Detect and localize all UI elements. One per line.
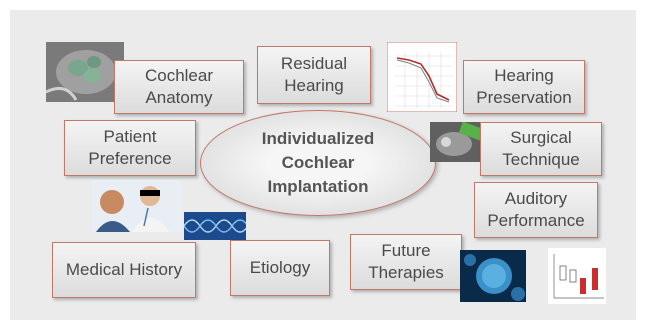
patient-preference-box: Patient Preference [64, 120, 196, 176]
ct-scan-image [46, 42, 124, 102]
diagram-canvas: Cochlear Anatomy Residual Hearing Hearin… [10, 10, 636, 320]
central-ellipse: Individualized Cochlear Implantation [200, 110, 436, 216]
residual-hearing-box: Residual Hearing [257, 46, 371, 104]
doctor-patient-photo [92, 180, 182, 232]
etiology-box: Etiology [230, 240, 330, 296]
medical-history-box: Medical History [52, 242, 196, 298]
hearing-preservation-box: Hearing Preservation [463, 60, 585, 114]
cochlear-anatomy-box: Cochlear Anatomy [114, 60, 244, 114]
auditory-performance-box: Auditory Performance [474, 182, 598, 238]
future-therapies-box: Future Therapies [350, 234, 462, 290]
audiogram-image [387, 42, 457, 112]
boxplot-image [548, 248, 606, 304]
cell-image [460, 250, 526, 302]
dna-image [184, 212, 246, 240]
surgical-technique-box: Surgical Technique [480, 122, 602, 176]
